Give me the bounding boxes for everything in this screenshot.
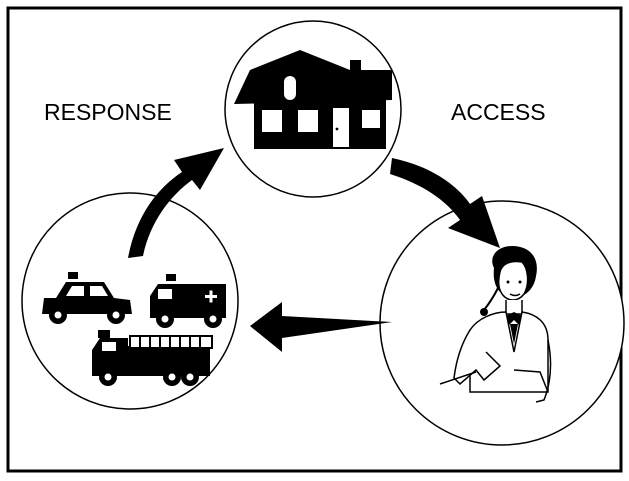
arrow-dispatch-to-vehicles xyxy=(250,302,392,352)
dispatcher-icon xyxy=(439,246,552,403)
response-label: RESPONSE xyxy=(44,99,172,125)
ambulance-icon xyxy=(150,274,226,328)
arrow-response-to-home xyxy=(128,148,224,258)
house-icon xyxy=(234,50,392,149)
arrow-access-to-dispatcher xyxy=(390,158,500,248)
police-car-icon xyxy=(42,272,132,324)
access-label: ACCESS xyxy=(451,99,546,125)
fire-truck-icon xyxy=(92,330,213,386)
